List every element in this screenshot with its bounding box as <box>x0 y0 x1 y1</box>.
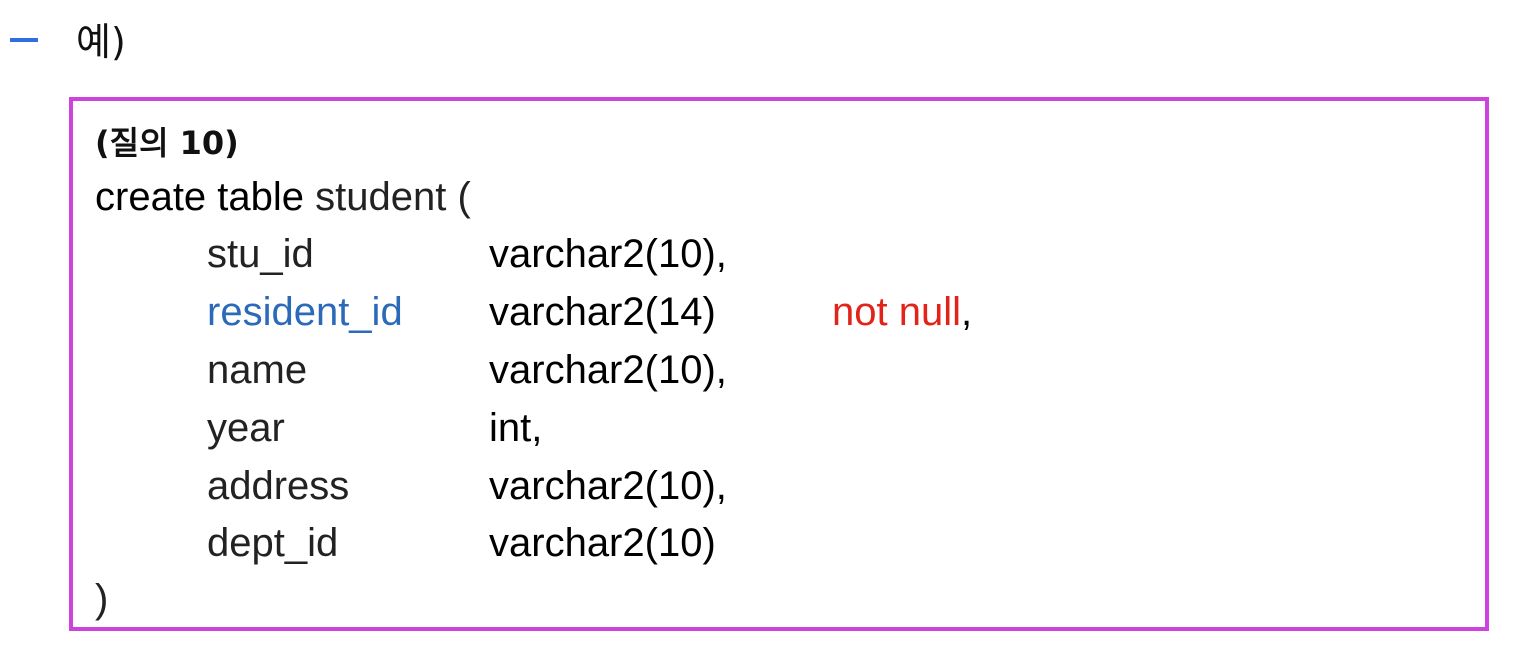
column-type: varchar2(10) <box>489 521 716 565</box>
query-label: (질의 10) <box>95 124 239 162</box>
create-statement-line: create table student ( <box>95 173 471 221</box>
column-type: varchar2(10), <box>489 232 727 276</box>
column-name: name <box>207 348 308 392</box>
not-null-constraint: not null, <box>832 288 972 336</box>
column-name-highlighted: resident_id <box>207 290 403 334</box>
constraint-text: not null <box>832 290 961 334</box>
column-type: varchar2(10), <box>489 348 727 392</box>
column-type: int, <box>489 406 543 450</box>
column-name: dept_id <box>207 521 339 565</box>
example-label: 예) <box>76 19 126 64</box>
create-keyword: create table <box>95 175 305 219</box>
constraint-comma: , <box>960 290 973 334</box>
closing-paren: ) <box>95 577 109 621</box>
table-name: student ( <box>304 175 471 219</box>
dash-icon <box>10 38 38 42</box>
column-name: year <box>207 406 285 450</box>
example-bullet: 예) <box>10 8 126 68</box>
column-name: stu_id <box>207 232 314 276</box>
column-type: varchar2(10), <box>489 464 727 508</box>
column-type: varchar2(14) <box>489 290 716 334</box>
sql-code-box: (질의 10) create table student ( stu_id va… <box>69 97 1489 631</box>
column-name: address <box>207 464 350 508</box>
